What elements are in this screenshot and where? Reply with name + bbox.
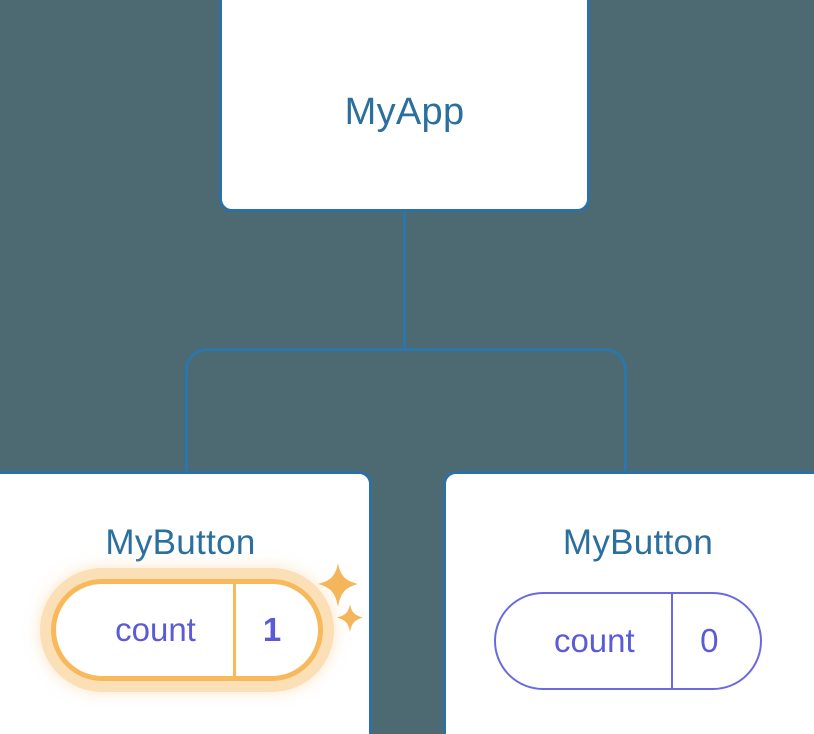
state-pill-value-right: 0 — [700, 622, 719, 659]
state-pill-count-1[interactable]: count 1 — [51, 579, 323, 681]
state-pill-wrapper-right: count 0 — [494, 592, 762, 690]
node-myapp[interactable]: MyApp — [219, 0, 590, 212]
node-mybutton-right-title: MyButton — [562, 523, 714, 562]
state-pill-count-0[interactable]: count 0 — [494, 592, 762, 690]
state-pill-value-left: 1 — [262, 611, 282, 648]
connector-bracket-to-children — [185, 348, 627, 474]
state-pill-key-left: count — [56, 584, 236, 676]
connector-root-to-bracket — [403, 211, 406, 350]
node-myapp-title: MyApp — [344, 91, 465, 133]
state-pill-key-right: count — [496, 594, 673, 688]
node-mybutton-left-title: MyButton — [105, 523, 256, 562]
